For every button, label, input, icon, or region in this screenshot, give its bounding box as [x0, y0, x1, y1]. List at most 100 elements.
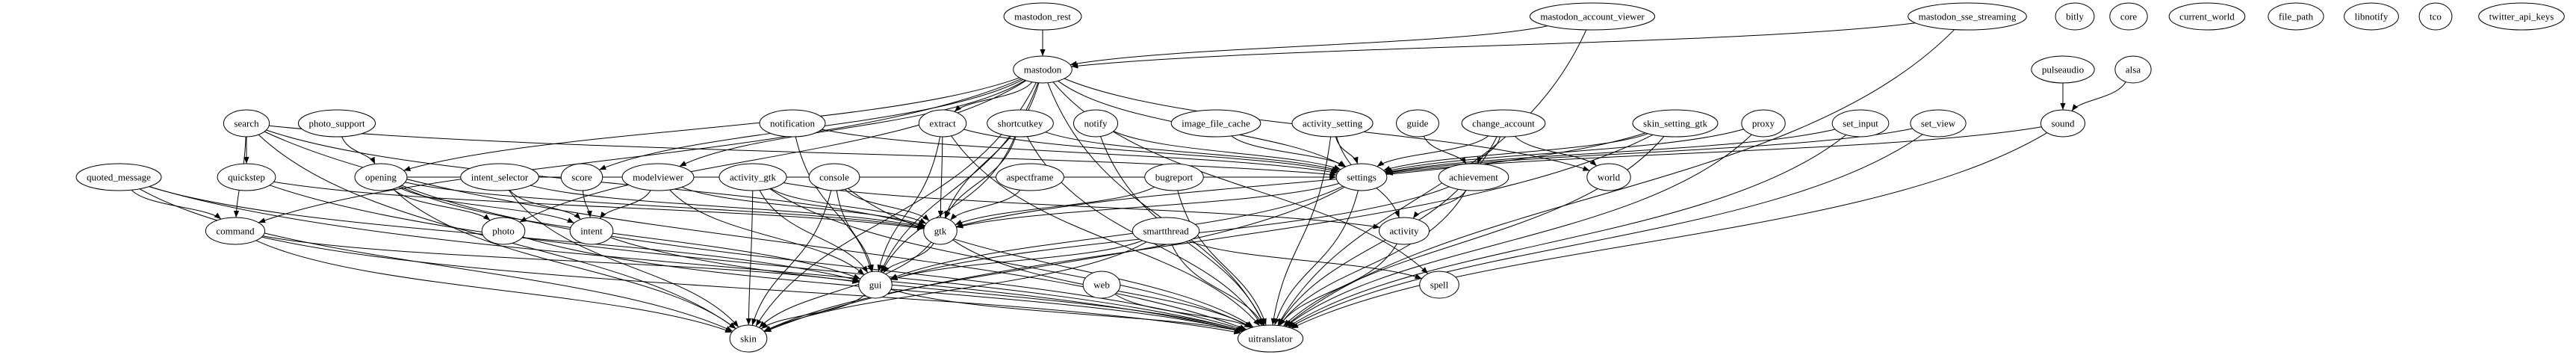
node-uitranslator: uitranslator: [1237, 324, 1304, 353]
node-ellipse: [2114, 55, 2152, 84]
edge-gui-to-uitranslator: [890, 288, 1243, 333]
node-web: web: [1082, 271, 1121, 299]
edge-activity-gtk-to-uitranslator: [769, 188, 1252, 328]
node-ellipse: [996, 163, 1064, 191]
node-ellipse: [354, 163, 408, 191]
node-ellipse: [759, 109, 826, 138]
node-label: mastodon: [1024, 64, 1062, 75]
node-score: score: [560, 163, 603, 191]
node-activity-gtk: activity_gtk: [719, 163, 787, 191]
node-ellipse: [729, 324, 768, 353]
edge-notification-to-settings: [822, 129, 1338, 175]
node-ellipse: [2418, 2, 2453, 31]
node-label: settings: [1347, 172, 1377, 183]
edge-intent-to-uitranslator: [609, 237, 1244, 332]
node-label: gui: [869, 280, 882, 291]
edge-set-view-to-uitranslator: [1289, 134, 1923, 328]
node-ellipse: [1132, 217, 1200, 245]
edge-skin-setting-gtk-to-skin: [764, 134, 1654, 333]
node-shortcutkey: shortcutkey: [987, 109, 1054, 138]
node-skin: skin: [729, 324, 768, 353]
edge-bugreport-to-gtk: [955, 186, 1155, 226]
node-ellipse: [223, 109, 270, 138]
node-ellipse: [1396, 109, 1439, 138]
node-notification: notification: [759, 109, 826, 138]
edge-activity-gtk-to-gui: [759, 190, 869, 274]
node-ellipse: [2168, 2, 2246, 31]
edge-score-to-intent: [582, 190, 592, 218]
node-ellipse: [1586, 163, 1631, 191]
node-gui: gui: [858, 271, 893, 299]
node-mastodon-rest: mastodon_rest: [1003, 2, 1082, 31]
node-label: sound: [2051, 118, 2075, 129]
node-label: search: [234, 118, 259, 129]
edge-console-to-skin: [751, 190, 832, 326]
edge-command-to-uitranslator: [261, 236, 1241, 335]
node-ellipse: [460, 163, 539, 191]
node-settings: settings: [1335, 163, 1388, 191]
edge-sound-to-uitranslator: [1291, 132, 2048, 329]
node-label: pulseaudio: [2042, 64, 2084, 75]
node-label: achievement: [1449, 172, 1498, 183]
node-ellipse: [217, 163, 276, 191]
node-alsa: alsa: [2114, 55, 2152, 84]
node-file-path: file_path: [2268, 2, 2324, 31]
edge-mastodon-account-viewer-to-mastodon: [1070, 25, 1548, 67]
node-label: smartthread: [1143, 226, 1189, 237]
node-current-world: current_world: [2168, 2, 2246, 31]
node-ellipse: [1170, 109, 1261, 138]
node-mastodon-account-viewer: mastodon_account_viewer: [1529, 2, 1656, 31]
node-intent: intent: [569, 217, 614, 245]
node-ellipse: [2268, 2, 2324, 31]
node-ellipse: [1632, 109, 1719, 138]
edge-achievement-to-activity: [1412, 190, 1467, 219]
edge-extract-to-uitranslator: [951, 135, 1260, 327]
node-ellipse: [1073, 109, 1119, 138]
edge-opening-to-skin: [393, 188, 736, 330]
edge-mastodon-to-opening: [403, 77, 1020, 172]
node-label: opening: [365, 172, 397, 183]
node-spell: spell: [1419, 271, 1459, 299]
node-ellipse: [1438, 163, 1509, 191]
node-ellipse: [808, 163, 860, 191]
edge-quoted-message-to-uitranslator: [149, 186, 1243, 333]
node-label: notification: [770, 118, 815, 129]
edge-intent-selector-to-skin: [508, 190, 739, 328]
edge-notify-to-settings: [1113, 131, 1341, 170]
node-ellipse: [560, 163, 603, 191]
node-label: spell: [1430, 280, 1449, 291]
node-label: photo_support: [308, 118, 365, 129]
edge-extract-to-settings: [963, 129, 1339, 173]
node-label: activity: [1390, 226, 1419, 237]
node-label: intent: [580, 226, 603, 237]
node-label: notify: [1084, 118, 1108, 129]
edge-mastodon-to-uitranslator: [1047, 82, 1265, 326]
edge-set-input-to-uitranslator: [1287, 135, 1847, 328]
edge-smartthread-to-skin: [763, 241, 1147, 332]
edge-mastodon-to-gtk: [944, 82, 1040, 218]
edge-gtk-to-skin: [759, 241, 932, 328]
edge-aspectframe-to-gtk: [949, 189, 1021, 220]
node-aspectframe: aspectframe: [996, 163, 1064, 191]
node-label: mastodon_rest: [1014, 11, 1071, 22]
node-core: core: [2109, 2, 2148, 31]
node-ellipse: [1910, 109, 1967, 138]
node-label: gtk: [934, 226, 947, 237]
node-ellipse: [621, 163, 695, 191]
node-ellipse: [719, 163, 787, 191]
edge-skin-setting-gtk-to-gtk: [956, 132, 1646, 228]
edge-shortcutkey-to-settings: [1045, 132, 1340, 172]
edge-web-to-uitranslator: [1114, 294, 1252, 328]
node-ellipse: [1013, 55, 1073, 84]
edge-console-to-gtk: [845, 188, 930, 221]
edge-console-to-gui: [836, 190, 874, 272]
node-ellipse: [1741, 109, 1786, 138]
node-label: tco: [2430, 11, 2442, 22]
edge-activity-setting-to-uitranslator: [1270, 136, 1332, 326]
node-label: image_file_cache: [1182, 118, 1250, 129]
edge-set-input-to-settings: [1385, 129, 1836, 174]
node-ellipse: [2040, 109, 2086, 138]
edge-extract-to-gtk: [937, 136, 943, 218]
